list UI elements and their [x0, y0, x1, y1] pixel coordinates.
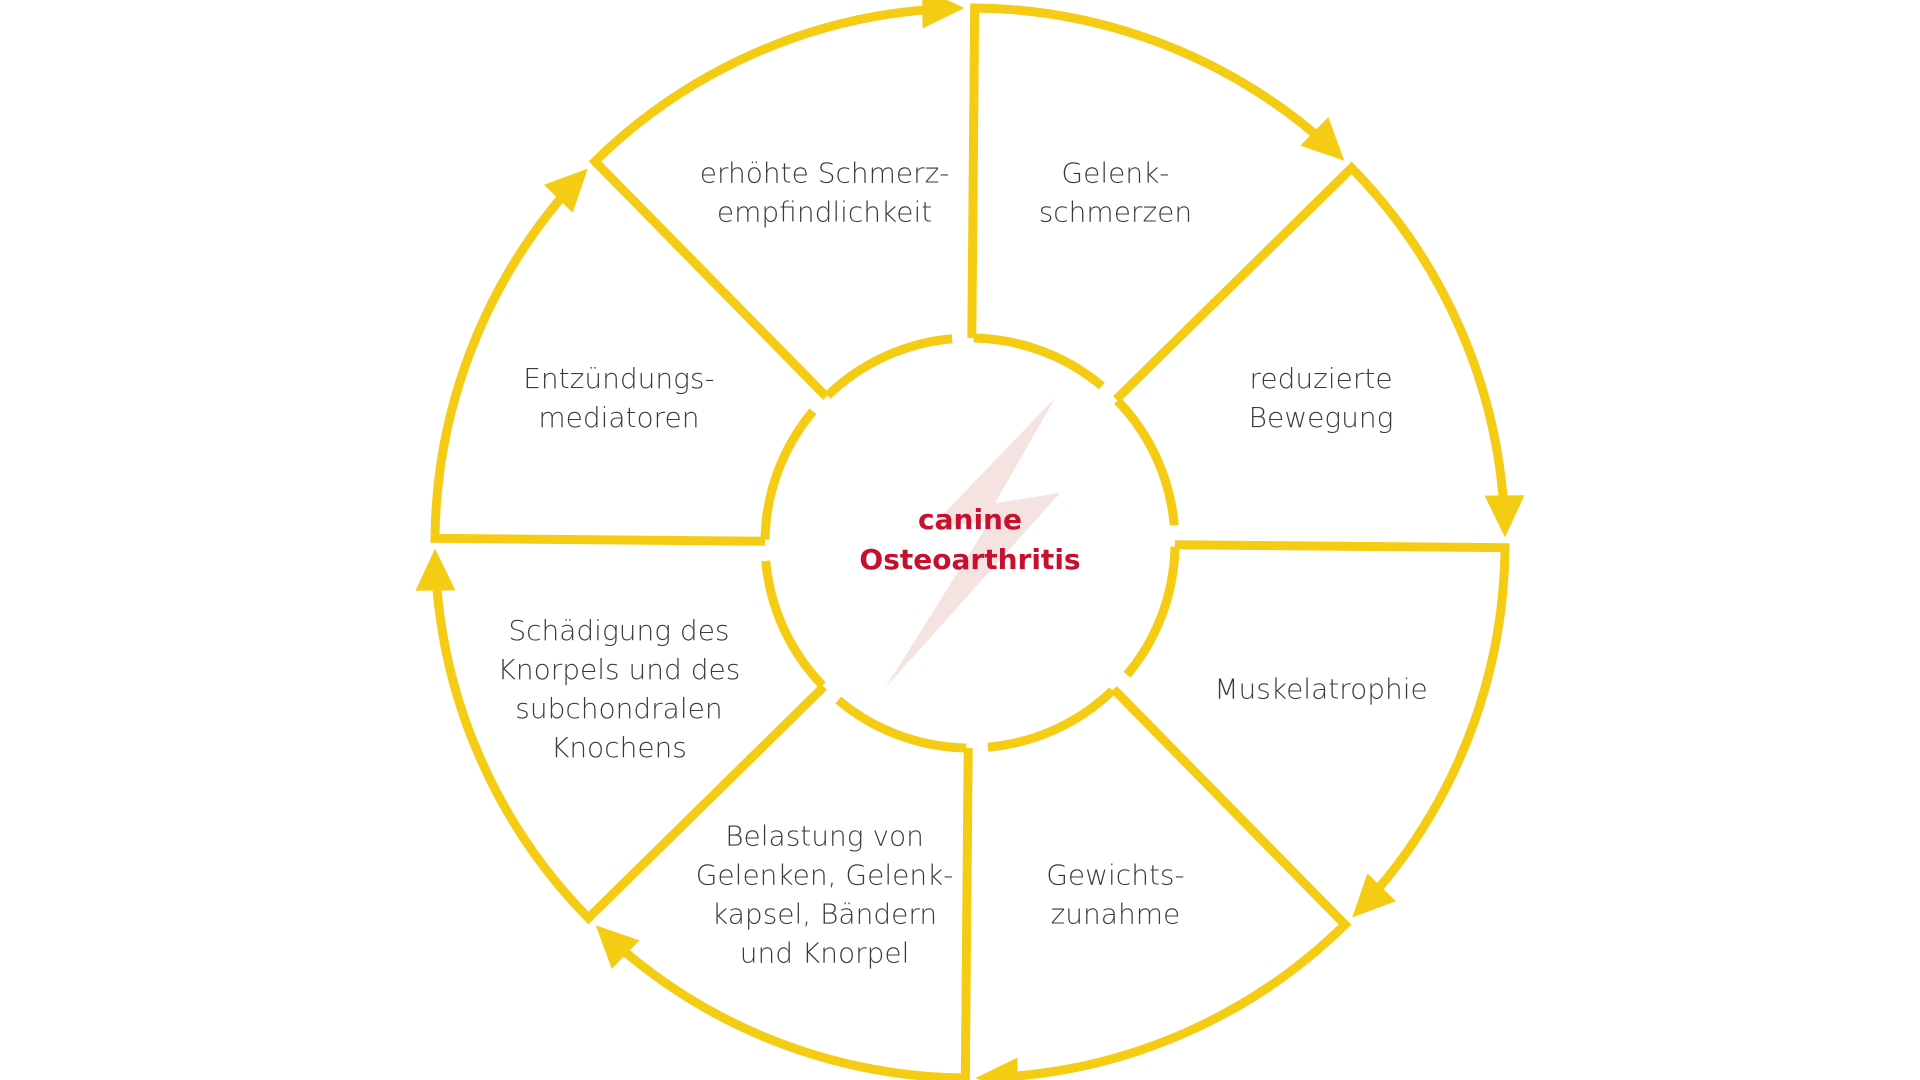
- inner-arc-gewichtszunahme: [987, 687, 1116, 752]
- segment-label-schmerzempfindlichkeit-line-2: empfindlichkeit: [717, 195, 932, 228]
- cycle-arrowhead-belastung: [595, 925, 640, 969]
- inner-arc-gelenkschmerzen: [973, 333, 1105, 390]
- segment-label-schaedigung-line-1: Schädigung des: [508, 614, 729, 647]
- cycle-arrowhead-schmerzempfindlichkeit: [922, 0, 965, 29]
- cycle-segments: [430, 3, 1510, 1080]
- segment-label-gewichtszunahme-line-2: zunahme: [1051, 898, 1181, 931]
- cycle-arrowhead-muskelatrophie: [1352, 873, 1396, 918]
- center-title: canine Osteoarthritis: [859, 503, 1080, 576]
- segment-label-entzuendungsmediatoren-line-1: Entzündungs-: [523, 362, 714, 395]
- segment-label-schaedigung-line-2: Knorpels und des: [498, 653, 741, 686]
- segment-label-muskelatrophie-line-1: Muskelatrophie: [1214, 672, 1427, 705]
- segment-label-schmerzempfindlichkeit-line-1: erhöhte Schmerz-: [700, 156, 950, 189]
- segment-label-schaedigung-line-3: subchondralen: [515, 692, 722, 725]
- center-title-line-2: Osteoarthritis: [859, 543, 1080, 576]
- segment-label-belastung-line-3: kapsel, Bändern: [712, 898, 937, 931]
- segment-label-gelenkschmerzen-line-1: Gelenk-: [1061, 156, 1169, 189]
- segment-label-gewichtszunahme-line-1: Gewichts-: [1046, 859, 1184, 892]
- segment-label-gelenkschmerzen-line-2: schmerzen: [1039, 195, 1192, 228]
- segment-outline-schaedigung: [431, 572, 827, 925]
- segment-outline-belastung: [610, 747, 973, 1080]
- segment-outline-gelenkschmerzen: [967, 3, 1330, 339]
- center-title-line-1: canine: [918, 503, 1022, 536]
- inner-arc-entzuendungsmediatoren: [760, 408, 817, 540]
- segment-outline-entzuendungsmediatoren: [430, 183, 766, 546]
- segment-labels: Gelenk-schmerzen reduzierteBewegungMuskel…: [498, 156, 1428, 969]
- segment-outline-muskelatrophie: [1174, 540, 1510, 903]
- inner-arc-schmerzempfindlichkeit: [824, 334, 953, 399]
- cycle-arrowhead-entzuendungsmediatoren: [544, 168, 588, 213]
- cycle-arrowhead-gelenkschmerzen: [1300, 117, 1345, 161]
- segment-label-schaedigung-line-4: Knochens: [551, 731, 687, 764]
- segment-outline-schmerzempfindlichkeit: [588, 4, 941, 400]
- segment-label-reduzierte-bewegung-line-2: Bewegung: [1249, 401, 1394, 434]
- segment-label-entzuendungsmediatoren-line-2: mediatoren: [538, 401, 699, 434]
- segment-label-reduzierte-bewegung-line-1: reduzierte: [1250, 362, 1393, 395]
- inner-arc-muskelatrophie: [1123, 546, 1180, 678]
- segment-label-belastung-line-1: Belastung von: [725, 820, 924, 853]
- inner-arc-reduzierte-bewegung: [1114, 397, 1179, 526]
- segment-label-belastung-line-2: Gelenken, Gelenk-: [696, 859, 954, 892]
- inner-arc-belastung: [835, 696, 967, 753]
- cycle-arrowhead-gewichtszunahme: [975, 1057, 1018, 1080]
- cycle-arrowhead-schaedigung: [415, 548, 456, 591]
- segment-outline-gewichtszunahme: [999, 686, 1352, 1080]
- segment-label-belastung-line-4: und Knorpel: [740, 937, 910, 970]
- cycle-arrowhead-reduzierte-bewegung: [1484, 495, 1525, 538]
- inner-arc-schaedigung: [761, 560, 826, 689]
- cycle-arrows: [415, 0, 1525, 1080]
- segment-outline-reduzierte-bewegung: [1113, 161, 1509, 514]
